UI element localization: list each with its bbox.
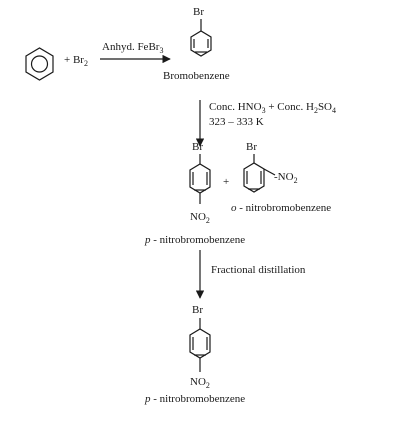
para-nitro-group-label-final: NO2	[190, 376, 210, 390]
bromobenzene-name: Bromobenzene	[163, 70, 230, 82]
nitration-reagents-label: Conc. HNO3 + Conc. H2SO4	[209, 101, 336, 115]
br-label-para-final: Br	[192, 304, 203, 316]
br2-subscript: 2	[83, 59, 88, 68]
p-nitrobromobenzene-structure-mixture	[189, 154, 211, 204]
catalyst-subscript: 3	[159, 46, 164, 55]
ortho-nitro-group-label: -NO2	[274, 171, 298, 185]
benzene-structure	[25, 47, 54, 81]
temperature-label: 323 – 333 K	[209, 116, 264, 128]
plus-sign-products: +	[223, 176, 230, 188]
br-label-para-mixture: Br	[192, 141, 203, 153]
catalyst-text: Anhyd. FeBr	[102, 41, 160, 53]
ortho-product-name: o - nitrobromobenzene	[231, 202, 332, 214]
o-nitrobromobenzene-structure	[243, 154, 276, 193]
p-nitrobromobenzene-structure-final	[189, 318, 211, 372]
plus-br2-label: + Br2	[64, 54, 88, 68]
para-nitro-group-label-mixture: NO2	[190, 211, 210, 225]
plus-br2-text: + Br	[64, 54, 84, 66]
para-product-name-mixture: p - nitrobromobenzene	[145, 234, 246, 246]
br-label-bromobenzene: Br	[193, 6, 204, 18]
br-label-ortho: Br	[246, 141, 257, 153]
separation-label: Fractional distillation	[211, 264, 306, 276]
bromobenzene-structure	[190, 19, 212, 57]
catalyst-label: Anhyd. FeBr3	[102, 41, 164, 55]
para-product-name-final: p - nitrobromobenzene	[145, 393, 246, 405]
